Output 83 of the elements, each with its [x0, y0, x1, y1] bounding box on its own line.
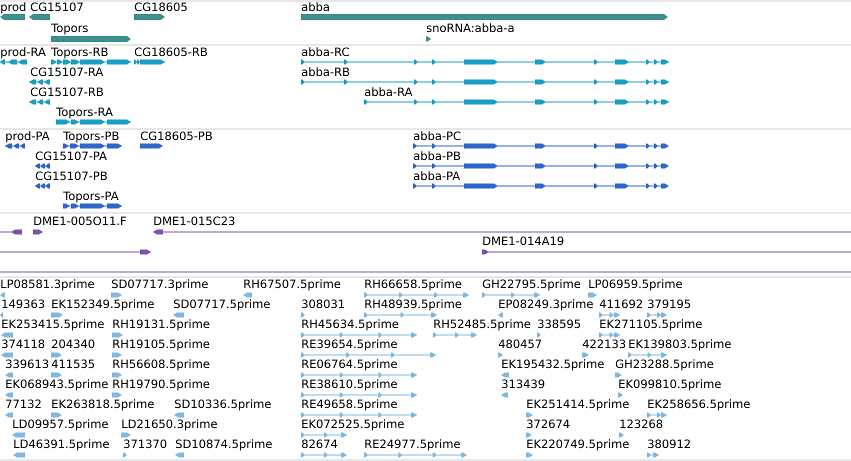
feature-label: Topors [51, 24, 88, 34]
feature-label: LD46391.5prime [14, 439, 109, 450]
feature-label: EK263818.5prime [52, 399, 154, 410]
feature-label: RH67507.5prime [244, 279, 340, 290]
feature-label: CG15107-PB [36, 171, 107, 180]
feature-label: abba-RA [364, 87, 412, 96]
feature-label: CG15107-RB [30, 87, 103, 96]
feature-label: EK220749.5prime [527, 439, 629, 450]
feature-label: SD07717.3prime [112, 279, 208, 290]
feature-label: CG18605-RB [134, 47, 207, 56]
feature-label: 411692 [600, 299, 642, 308]
feature-label: EK099810.5prime [619, 379, 721, 390]
feature-label: EK152349.5prime [52, 299, 154, 310]
feature-label: DME1-014A19 [483, 236, 564, 246]
feature-label: 379195 [648, 299, 690, 308]
feature-label: LD09957.5prime [13, 419, 108, 430]
feature-label: DME1-005O11.F [34, 216, 126, 226]
feature-label: 313439 [502, 379, 544, 388]
feature-label: 339613 [6, 359, 48, 368]
feature-label: CG15107 [30, 2, 83, 12]
feature-label: prod [1, 2, 26, 14]
feature-label: EK251414.5prime [527, 399, 629, 410]
feature-label: RE38610.5prime [302, 379, 397, 390]
feature-label: RH48939.5prime [365, 299, 462, 310]
feature-label: EK139803.5prime [629, 339, 731, 350]
feature-label: EK195432.5prime [502, 359, 604, 370]
feature-label: 380912 [648, 439, 690, 448]
feature-label: 371370 [124, 439, 166, 448]
feature-label: 149363 [2, 299, 44, 308]
feature-label: RH52485.5prime [434, 319, 530, 330]
feature-label: abba-PA [414, 171, 460, 180]
feature-label: 123268 [620, 419, 662, 428]
feature-label: SD07717.5prime [174, 299, 270, 310]
feature-label: EK072525.5prime [302, 419, 404, 430]
feature-label: abba-PC [414, 131, 460, 140]
feature-label: EK253415.5prime [2, 319, 104, 330]
feature-label: CG15107-PA [36, 151, 107, 160]
feature-label: 374118 [2, 339, 44, 348]
feature-label: Topors-PA [63, 192, 118, 202]
feature-label: Topors-RA [56, 108, 113, 118]
feature-label: prod-RA [1, 47, 46, 58]
feature-label: RE49658.5prime [302, 399, 397, 410]
feature-label: CG18605 [134, 2, 187, 12]
feature-label: abba-RB [302, 67, 350, 76]
feature-label: GH23288.5prime [616, 359, 714, 370]
feature-label: snoRNA:abba-a [426, 23, 514, 32]
feature-label: abba-PB [414, 151, 460, 160]
feature-label: LP06959.5prime [589, 279, 682, 290]
feature-label: EK068943.5prime [6, 379, 108, 390]
feature-label: abba [302, 2, 329, 12]
feature-label: EK258656.5prime [648, 399, 750, 410]
feature-label: DME1-015C23 [154, 216, 234, 226]
feature-label: Topors-RB [51, 48, 108, 58]
feature-label: 411535 [52, 359, 94, 368]
feature-label: 204340 [52, 339, 94, 348]
feature-label: RE24977.5prime [365, 439, 460, 450]
feature-label: 422133 [582, 339, 626, 348]
feature-label: RH66658.5prime [365, 279, 462, 290]
feature-label: Topors-PB [63, 132, 119, 142]
feature-label: EP08249.3prime [499, 299, 593, 310]
feature-label: SD10336.5prime [174, 399, 271, 410]
feature-label: CG15107-RA [30, 67, 104, 76]
feature-label: 372674 [527, 419, 570, 428]
feature-label: prod-PA [6, 131, 50, 142]
feature-label: LD21650.3prime [122, 419, 217, 430]
feature-label: 480457 [498, 339, 542, 348]
feature-label: RE39654.5prime [302, 339, 397, 350]
feature-label: CG18605-PB [140, 131, 212, 140]
feature-label: RH19105.5prime [113, 339, 210, 350]
feature-label: RH56608.5prime [113, 359, 210, 370]
feature-label: RH19131.5prime [113, 319, 210, 330]
feature-label: LP08581.3prime [1, 279, 94, 290]
feature-label: RH45634.5prime [302, 319, 398, 330]
feature-label: abba-RC [302, 47, 349, 56]
feature-label: SD10874.5prime [176, 439, 272, 450]
feature-label: GH22795.5prime [482, 279, 580, 290]
feature-label: 338595 [538, 319, 580, 328]
feature-label: EK271105.5prime [600, 319, 702, 330]
feature-label: 308031 [302, 299, 344, 308]
feature-label: RE06764.5prime [302, 359, 397, 370]
feature-label: 82674 [302, 439, 338, 448]
feature-label: 77132 [6, 399, 41, 408]
feature-label: RH19790.5prime [113, 379, 210, 390]
